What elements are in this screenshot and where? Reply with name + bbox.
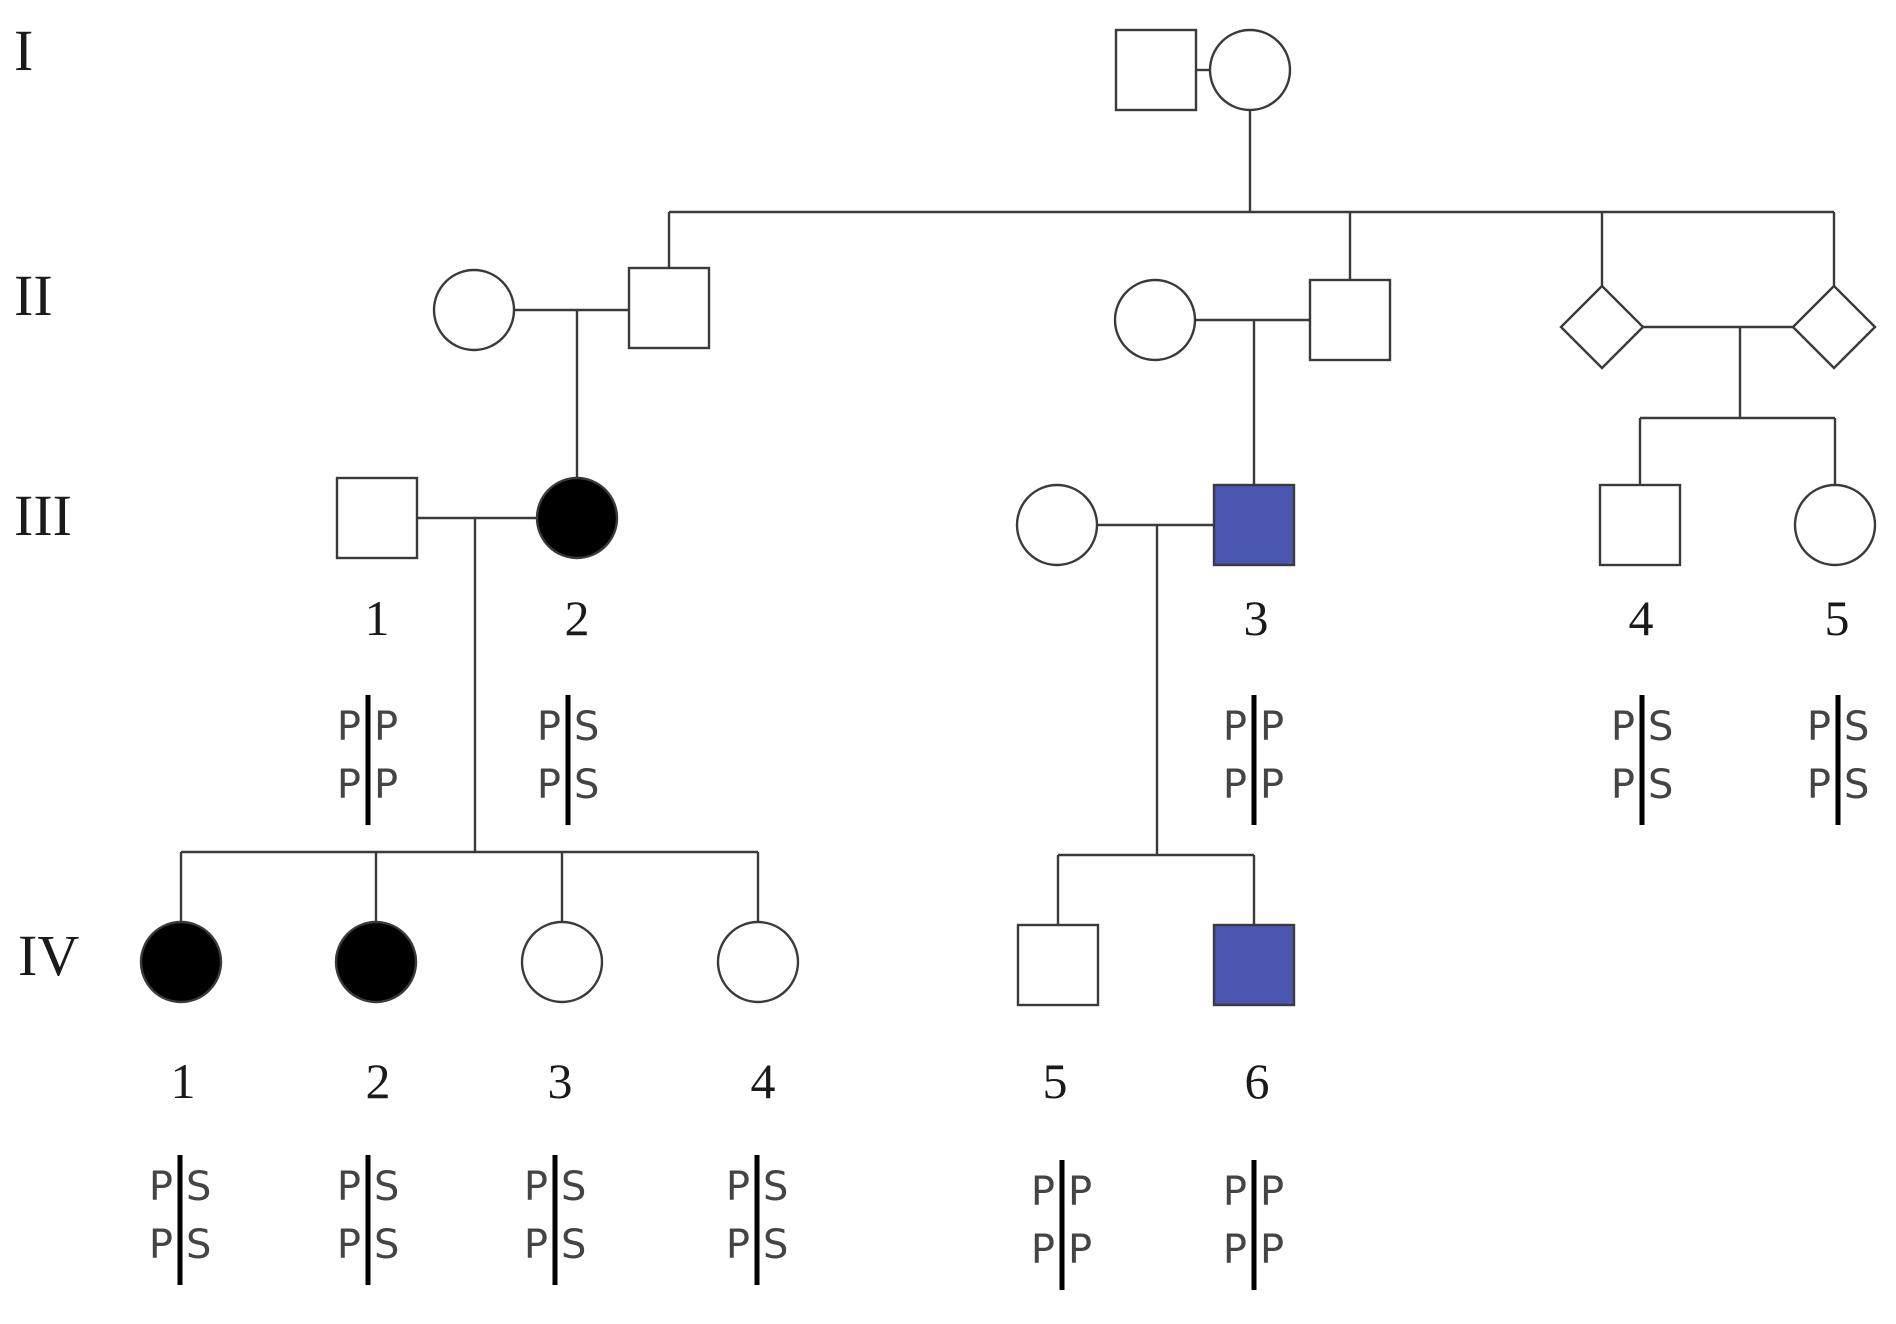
pedigree-lines bbox=[179, 68, 1837, 925]
allele-left: P bbox=[1031, 1227, 1055, 1273]
female-symbol-iv-4 bbox=[716, 920, 800, 1004]
allele-left: P bbox=[149, 1164, 173, 1210]
allele-right: P bbox=[1068, 1169, 1092, 1215]
allele-right: S bbox=[1648, 762, 1673, 808]
male-symbol-ii-b bbox=[1308, 278, 1392, 362]
male-symbol-iii-1 bbox=[335, 476, 419, 560]
female-symbol-iii-5 bbox=[1793, 483, 1877, 567]
female-symbol-ii-b-spouse bbox=[1113, 278, 1197, 362]
allele-right: S bbox=[1648, 704, 1673, 750]
affected-female-symbol-iii-2 bbox=[535, 476, 619, 560]
allele-right: S bbox=[1844, 762, 1869, 808]
allele-right: P bbox=[1260, 704, 1284, 750]
female-symbol-iii-3-spouse bbox=[1015, 483, 1099, 567]
allele-right: P bbox=[1260, 1227, 1284, 1273]
allele-left: P bbox=[337, 1164, 361, 1210]
allele-left: P bbox=[337, 704, 361, 750]
allele-right: S bbox=[374, 1164, 399, 1210]
allele-right: S bbox=[561, 1222, 586, 1268]
individual-number-iv-5: 5 bbox=[1043, 1053, 1068, 1109]
unknown-symbol-ii-c2 bbox=[1791, 284, 1877, 370]
affected-male-symbol-iii-3 bbox=[1212, 483, 1296, 567]
generation-label-ii: II bbox=[14, 263, 53, 328]
allele-left: P bbox=[1611, 762, 1635, 808]
allele-left: P bbox=[1031, 1169, 1055, 1215]
affected-female-symbol-iv-1 bbox=[139, 920, 223, 1004]
female-symbol-i-f bbox=[1208, 28, 1292, 112]
allele-left: P bbox=[1223, 762, 1247, 808]
individual-number-iv-6: 6 bbox=[1245, 1053, 1270, 1109]
individual-number-iii-2: 2 bbox=[565, 590, 590, 646]
allele-right: S bbox=[186, 1222, 211, 1268]
allele-right: S bbox=[374, 1222, 399, 1268]
individual-number-labels: 1 2 3 4 5 1 2 3 4 5 6 bbox=[171, 590, 1850, 1109]
allele-right: S bbox=[574, 762, 599, 808]
allele-right: S bbox=[763, 1164, 788, 1210]
allele-right: S bbox=[763, 1222, 788, 1268]
allele-left: P bbox=[1807, 704, 1831, 750]
affected-female-symbol-iv-2 bbox=[334, 920, 418, 1004]
individual-number-iii-1: 1 bbox=[365, 590, 390, 646]
allele-left: P bbox=[337, 762, 361, 808]
allele-right: S bbox=[574, 704, 599, 750]
allele-right: P bbox=[374, 704, 398, 750]
individual-number-iii-5: 5 bbox=[1825, 590, 1850, 646]
allele-left: P bbox=[1807, 762, 1831, 808]
generation-label-i: I bbox=[14, 18, 33, 83]
allele-left: P bbox=[1223, 1227, 1247, 1273]
allele-left: P bbox=[524, 1164, 548, 1210]
allele-left: P bbox=[726, 1222, 750, 1268]
individual-number-iii-4: 4 bbox=[1629, 590, 1654, 646]
allele-right: P bbox=[1260, 762, 1284, 808]
allele-left: P bbox=[1223, 1169, 1247, 1215]
individual-number-iv-2: 2 bbox=[366, 1053, 391, 1109]
allele-left: P bbox=[1223, 704, 1247, 750]
male-symbol-ii-a bbox=[627, 266, 711, 350]
allele-left: P bbox=[537, 704, 561, 750]
allele-right: S bbox=[561, 1164, 586, 1210]
allele-right: S bbox=[1844, 704, 1869, 750]
allele-right: P bbox=[1260, 1169, 1284, 1215]
individual-number-iii-3: 3 bbox=[1244, 590, 1269, 646]
individual-number-iv-1: 1 bbox=[171, 1053, 196, 1109]
male-symbol-iii-4 bbox=[1598, 483, 1682, 567]
female-symbol-iv-3 bbox=[520, 920, 604, 1004]
generation-label-iii: III bbox=[14, 483, 72, 548]
allele-left: P bbox=[524, 1222, 548, 1268]
allele-left: P bbox=[337, 1222, 361, 1268]
unknown-symbol-ii-c1 bbox=[1559, 284, 1645, 370]
allele-left: P bbox=[149, 1222, 173, 1268]
individual-number-iv-4: 4 bbox=[751, 1053, 776, 1109]
allele-right: S bbox=[186, 1164, 211, 1210]
allele-left: P bbox=[726, 1164, 750, 1210]
male-symbol-iv-5 bbox=[1016, 923, 1100, 1007]
individual-number-iv-3: 3 bbox=[548, 1053, 573, 1109]
allele-right: P bbox=[1068, 1227, 1092, 1273]
male-symbol-i-m bbox=[1114, 28, 1198, 112]
allele-right: P bbox=[374, 762, 398, 808]
pedigree-symbols bbox=[139, 28, 1877, 1007]
female-symbol-ii-a-spouse bbox=[432, 268, 516, 352]
allele-left: P bbox=[1611, 704, 1635, 750]
allele-left: P bbox=[537, 762, 561, 808]
generation-label-iv: IV bbox=[18, 923, 79, 988]
affected-male-symbol-iv-6 bbox=[1212, 923, 1296, 1007]
